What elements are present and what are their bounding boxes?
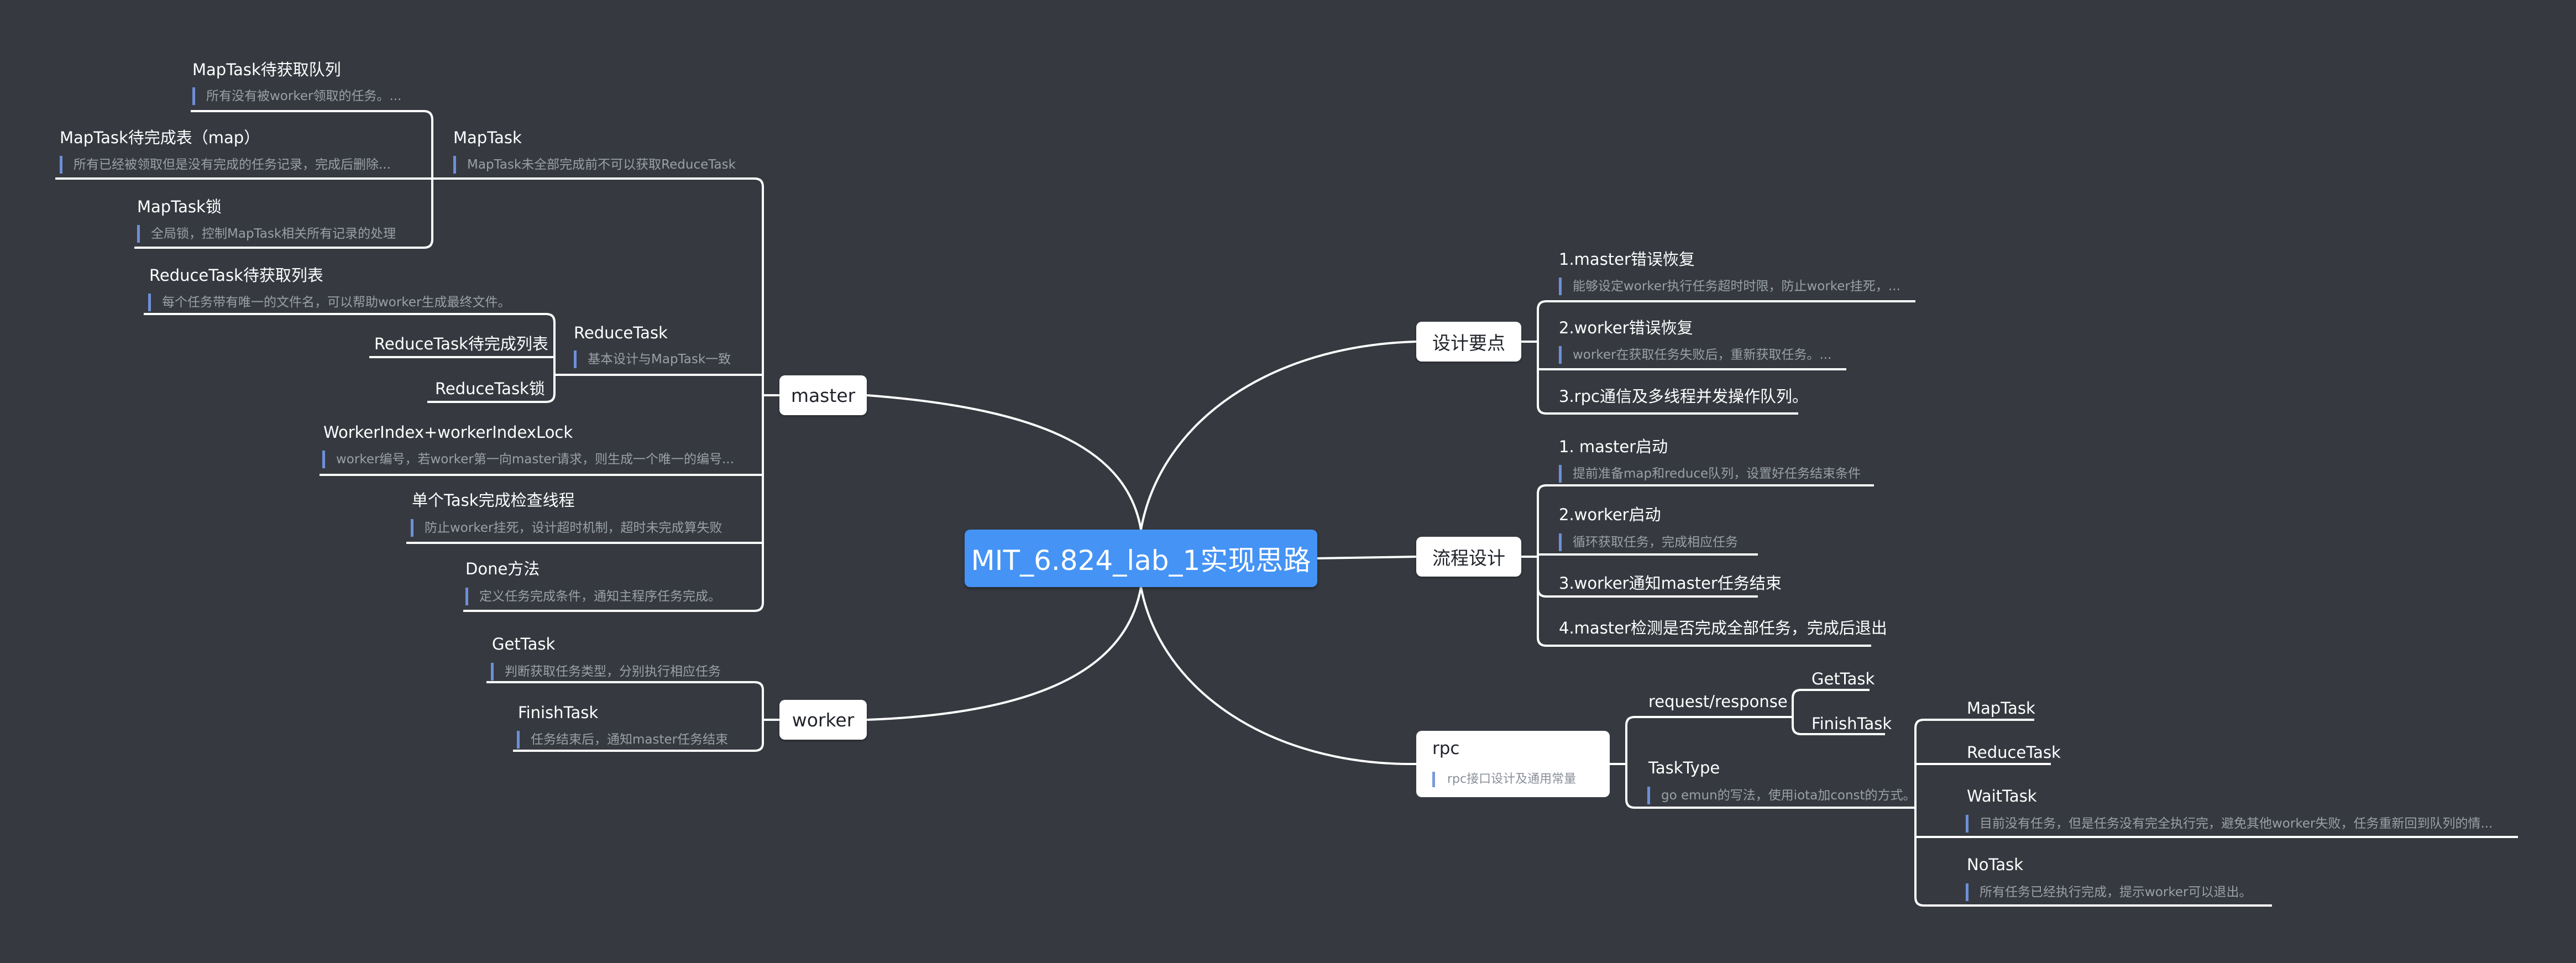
maptask-table-note: 所有已经被领取但是没有完成的任务记录，完成后删除... <box>60 156 391 174</box>
maptask-lock-note: 全局锁，控制MapTask相关所有记录的处理 <box>137 225 396 243</box>
check-thread-note: 防止worker挂死，设计超时机制，超时未完成算失败 <box>411 519 722 537</box>
branch-master[interactable]: master <box>779 375 867 415</box>
check-thread-title[interactable]: 单个Task完成检查线程 <box>412 491 575 510</box>
reducetask-done-title[interactable]: ReduceTask待完成列表 <box>374 334 548 353</box>
maptask-note: MapTask未全部完成前不可以获取ReduceTask <box>453 156 736 174</box>
design-master-recover-note: 能够设定worker执行任务超时时限，防止worker挂死，... <box>1559 278 1900 295</box>
rpc-finishtask-title[interactable]: FinishTask <box>1811 714 1892 733</box>
done-title[interactable]: Done方法 <box>465 559 540 578</box>
design-worker-recover-note: worker在获取任务失败后，重新获取任务。... <box>1559 346 1831 364</box>
maptask-lock-title[interactable]: MapTask锁 <box>137 197 222 216</box>
reducetask-note: 基本设计与MapTask一致 <box>574 350 731 368</box>
rpc-waittask-note: 目前没有任务，但是任务没有完全执行完，避免其他worker失败，任务重新回到队列… <box>1966 815 2493 833</box>
flow-master-start-title[interactable]: 1. master启动 <box>1559 437 1668 456</box>
worker-gettask-note: 判断获取任务类型，分别执行相应任务 <box>491 663 721 681</box>
worker-finishtask-note: 任务结束后，通知master任务结束 <box>517 731 728 749</box>
rpc-waittask-title[interactable]: WaitTask <box>1967 787 2037 805</box>
flow-worker-notify-title[interactable]: 3.worker通知master任务结束 <box>1559 574 1782 593</box>
flow-master-start-note: 提前准备map和reduce队列，设置好任务结束条件 <box>1559 465 1861 483</box>
maptask-queue-title[interactable]: MapTask待获取队列 <box>192 60 341 79</box>
branch-rpc[interactable]: rpc rpc接口设计及通用常量 <box>1416 731 1610 797</box>
maptask-title[interactable]: MapTask <box>453 128 522 147</box>
maptask-table-title[interactable]: MapTask待完成表（map） <box>60 128 260 147</box>
rpc-tasktype-title[interactable]: TaskType <box>1648 758 1720 777</box>
reducetask-lock-title[interactable]: ReduceTask锁 <box>435 379 545 398</box>
worker-gettask-title[interactable]: GetTask <box>492 635 556 653</box>
worker-index-title[interactable]: WorkerIndex+workerIndexLock <box>323 423 573 442</box>
rpc-notask-note: 所有任务已经执行完成，提示worker可以退出。 <box>1966 883 2252 901</box>
root-topic[interactable]: MIT_6.824_lab_1实现思路 <box>965 530 1317 587</box>
design-rpc-comm-title[interactable]: 3.rpc通信及多线程并发操作队列。 <box>1559 387 1808 406</box>
flow-worker-start-note: 循环获取任务，完成相应任务 <box>1559 533 1738 551</box>
branch-flow[interactable]: 流程设计 <box>1416 537 1521 577</box>
rpc-note: rpc接口设计及通用常量 <box>1432 772 1576 787</box>
reducetask-list-title[interactable]: ReduceTask待获取列表 <box>149 266 323 285</box>
branch-worker[interactable]: worker <box>779 700 867 740</box>
branch-design[interactable]: 设计要点 <box>1416 322 1521 362</box>
rpc-gettask-title[interactable]: GetTask <box>1811 669 1875 688</box>
done-note: 定义任务完成条件，通知主程序任务完成。 <box>465 588 721 605</box>
flow-master-check-title[interactable]: 4.master检测是否完成全部任务，完成后退出 <box>1559 619 1887 637</box>
design-master-recover-title[interactable]: 1.master错误恢复 <box>1559 250 1695 269</box>
worker-finishtask-title[interactable]: FinishTask <box>518 703 599 722</box>
reducetask-list-note: 每个任务带有唯一的文件名，可以帮助worker生成最终文件。 <box>148 294 510 311</box>
flow-worker-start-title[interactable]: 2.worker启动 <box>1559 505 1661 524</box>
rpc-reducetask-title[interactable]: ReduceTask <box>1967 743 2061 762</box>
rpc-tasktype-note: go emun的写法，使用iota加const的方式。 <box>1647 787 1916 804</box>
rpc-maptask-title[interactable]: MapTask <box>1967 699 2035 718</box>
maptask-queue-note: 所有没有被worker领取的任务。... <box>192 87 401 105</box>
reducetask-title[interactable]: ReduceTask <box>574 323 668 342</box>
rpc-title: rpc <box>1432 739 1460 758</box>
rpc-notask-title[interactable]: NoTask <box>1967 855 2024 874</box>
worker-index-note: worker编号，若worker第一向master请求，则生成一个唯一的编号..… <box>322 451 734 468</box>
design-worker-recover-title[interactable]: 2.worker错误恢复 <box>1559 318 1693 337</box>
rpc-reqresp-title[interactable]: request/response <box>1648 692 1788 711</box>
